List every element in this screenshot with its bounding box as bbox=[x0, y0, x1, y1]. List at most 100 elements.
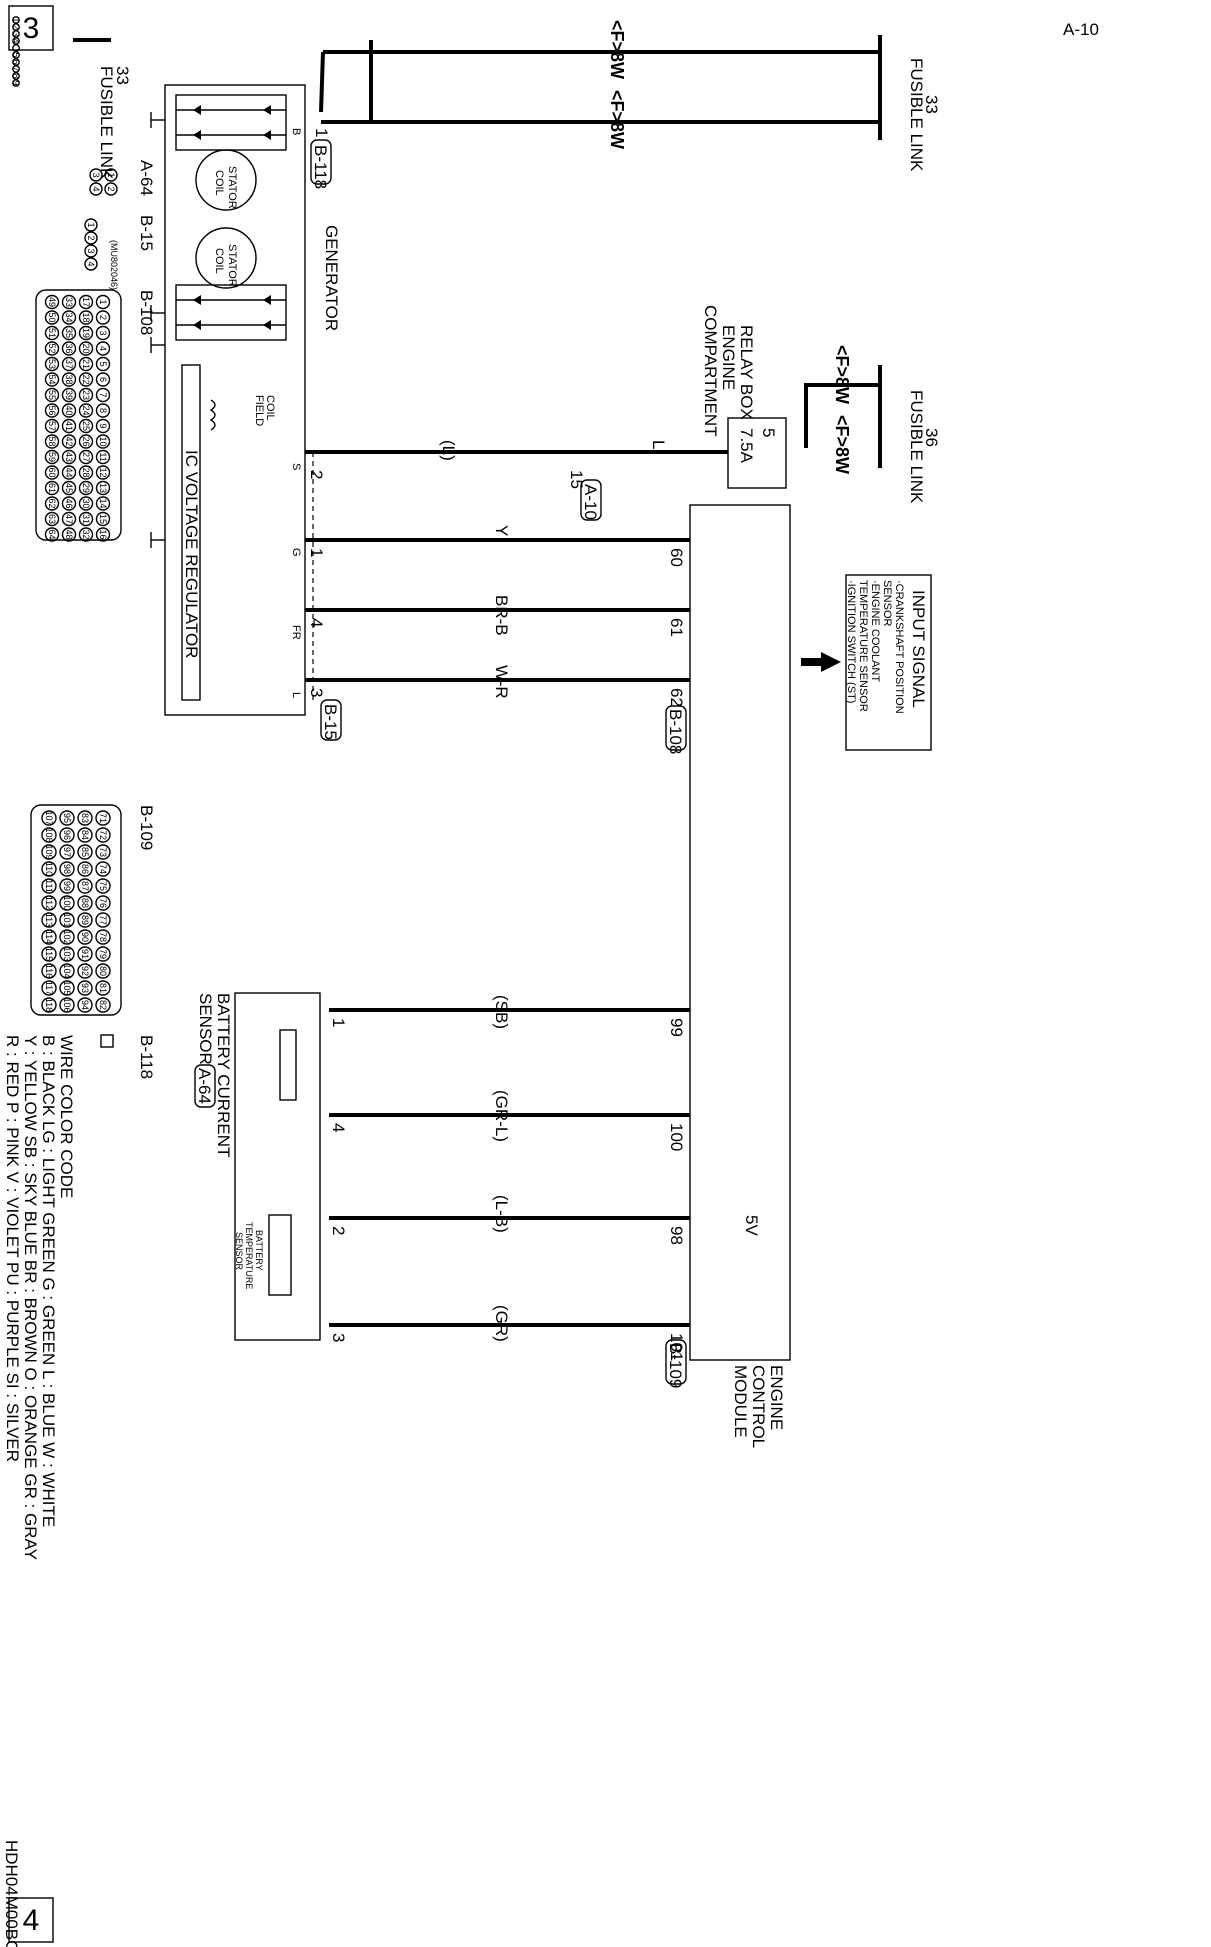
b109-pin-98: 98 bbox=[59, 861, 75, 877]
svg-text:116: 116 bbox=[44, 964, 54, 978]
b109-pin-83: 83 bbox=[77, 810, 93, 826]
engine-control-module bbox=[689, 504, 791, 1361]
b108-pin-15: 15 bbox=[95, 511, 111, 527]
b15-pin-3: 3 bbox=[84, 244, 98, 258]
svg-text:B : BLACK LG : LIGHT GREEN: B : BLACK LG : LIGHT GREEN G : GREEN L :… bbox=[39, 1035, 58, 1527]
b108-pin-27: 27 bbox=[78, 449, 94, 465]
svg-text:86: 86 bbox=[80, 864, 90, 874]
svg-text:R : RED P : PINK V : VIO: R : RED P : PINK V : VIOLET PU : PURPLE … bbox=[3, 1035, 22, 1462]
ecm-pin-61: 61 bbox=[667, 618, 686, 637]
b109-pin-112: 112 bbox=[41, 895, 57, 911]
b108-pin-13: 13 bbox=[95, 480, 111, 496]
svg-text:88: 88 bbox=[80, 898, 90, 908]
svg-text:COIL: COIL bbox=[213, 170, 225, 196]
b108-pin-26: 26 bbox=[78, 434, 94, 449]
b108-pin-49: 49 bbox=[44, 294, 60, 310]
a10-pin-3: 3 bbox=[11, 30, 21, 38]
b108-pin-8: 8 bbox=[95, 403, 111, 418]
svg-text:B-108: B-108 bbox=[137, 290, 156, 335]
b109-pin-97: 97 bbox=[59, 844, 75, 860]
svg-text:45: 45 bbox=[64, 483, 74, 493]
svg-text:(MU802046): (MU802046) bbox=[109, 240, 119, 290]
b108-pin-48: 48 bbox=[61, 527, 77, 542]
b108-pin-30: 30 bbox=[78, 496, 94, 511]
svg-text:Y : YELLOW SB : SKY BLUE: Y : YELLOW SB : SKY BLUE BR : BROWN O : … bbox=[21, 1035, 40, 1560]
b108-pin-21: 21 bbox=[78, 356, 94, 372]
a10-pin-8: 8 bbox=[11, 72, 21, 80]
svg-text:B-109: B-109 bbox=[666, 1343, 685, 1388]
b109-pin-106: 106 bbox=[59, 997, 75, 1013]
ecm-pin-98: 98 bbox=[667, 1226, 686, 1245]
b108-pin-28: 28 bbox=[78, 465, 94, 480]
connector-b15-tag: B-15 bbox=[320, 699, 342, 741]
svg-text:40: 40 bbox=[64, 405, 74, 415]
b108-pin-34: 34 bbox=[61, 310, 77, 325]
svg-text:SENSOR: SENSOR bbox=[234, 1232, 244, 1271]
svg-text:5: 5 bbox=[11, 52, 21, 57]
b109-pin-113: 113 bbox=[41, 912, 57, 928]
b108-pin-55: 55 bbox=[44, 387, 60, 403]
wire-br-b-label: BR-B bbox=[492, 595, 511, 636]
svg-text:17: 17 bbox=[81, 297, 91, 307]
svg-text:4: 4 bbox=[98, 346, 108, 351]
b109-pin-79: 79 bbox=[95, 946, 111, 962]
svg-text:117: 117 bbox=[44, 981, 54, 995]
b109-pin-78: 78 bbox=[95, 929, 111, 945]
svg-text:95: 95 bbox=[62, 813, 72, 823]
b108-pin-37: 37 bbox=[61, 356, 77, 372]
svg-text:107: 107 bbox=[44, 810, 54, 825]
b109-pin-99: 99 bbox=[59, 878, 75, 894]
svg-text:96: 96 bbox=[62, 830, 72, 840]
terminal-b: B bbox=[290, 128, 302, 135]
b108-pin-45: 45 bbox=[61, 480, 77, 496]
svg-text:2: 2 bbox=[98, 315, 108, 320]
svg-text:32: 32 bbox=[81, 529, 91, 539]
input-signal-box: INPUT SIGNAL ·CRANKSHAFT POSITION SENSOR… bbox=[801, 574, 932, 751]
svg-text:3: 3 bbox=[86, 248, 96, 253]
svg-text:SENSOR: SENSOR bbox=[196, 993, 215, 1065]
svg-text:52: 52 bbox=[47, 343, 57, 353]
five-volt-label: 5V bbox=[742, 1215, 761, 1236]
b109-pin-117: 117 bbox=[41, 980, 57, 996]
b109-pin-72: 72 bbox=[95, 827, 111, 843]
wire-gr-label: (GR) bbox=[492, 1305, 511, 1342]
connector-b109-tag: B-109 bbox=[665, 1339, 687, 1388]
svg-text:61: 61 bbox=[47, 483, 57, 493]
svg-text:112: 112 bbox=[44, 896, 54, 910]
svg-text:64: 64 bbox=[47, 529, 57, 539]
svg-text:84: 84 bbox=[80, 830, 90, 840]
svg-text:118: 118 bbox=[44, 998, 54, 1012]
b109-pin-102: 102 bbox=[59, 929, 75, 945]
gen-pin-3: 3 bbox=[307, 688, 326, 697]
svg-text:101: 101 bbox=[62, 912, 72, 927]
svg-text:87: 87 bbox=[80, 881, 90, 891]
svg-text:4: 4 bbox=[91, 186, 101, 191]
b109-pin-82: 82 bbox=[95, 997, 111, 1013]
fusible-36-wire bbox=[804, 383, 880, 448]
b109-pin-84: 84 bbox=[77, 827, 93, 843]
svg-text:ENGINE: ENGINE bbox=[719, 325, 738, 390]
shunt-resistor bbox=[279, 1029, 297, 1101]
b108-pin-19: 19 bbox=[78, 325, 94, 341]
svg-text:6: 6 bbox=[11, 59, 21, 64]
svg-text:93: 93 bbox=[80, 983, 90, 993]
svg-text:36: 36 bbox=[64, 343, 74, 353]
svg-text:RELAY BOX: RELAY BOX bbox=[737, 325, 756, 420]
svg-text:98: 98 bbox=[62, 864, 72, 874]
svg-text:114: 114 bbox=[44, 930, 54, 944]
b109-pin-118: 118 bbox=[41, 997, 57, 1013]
svg-text:7.5A: 7.5A bbox=[737, 428, 756, 464]
a10-pin-7: 7 bbox=[11, 65, 21, 73]
b109-pin-94: 94 bbox=[77, 997, 93, 1013]
svg-text:47: 47 bbox=[64, 514, 74, 524]
svg-text:STATOR: STATOR bbox=[226, 244, 238, 287]
svg-text:82: 82 bbox=[98, 1000, 108, 1010]
svg-text:1: 1 bbox=[86, 222, 96, 227]
b108-pin-2: 2 bbox=[95, 310, 111, 325]
svg-text:3: 3 bbox=[23, 12, 40, 45]
b108-pin-23: 23 bbox=[78, 387, 94, 403]
connector-b108-face: B-108 bbox=[35, 289, 156, 541]
svg-text:46: 46 bbox=[64, 498, 74, 508]
svg-text:89: 89 bbox=[80, 915, 90, 925]
b108-pin-11: 11 bbox=[95, 449, 111, 465]
